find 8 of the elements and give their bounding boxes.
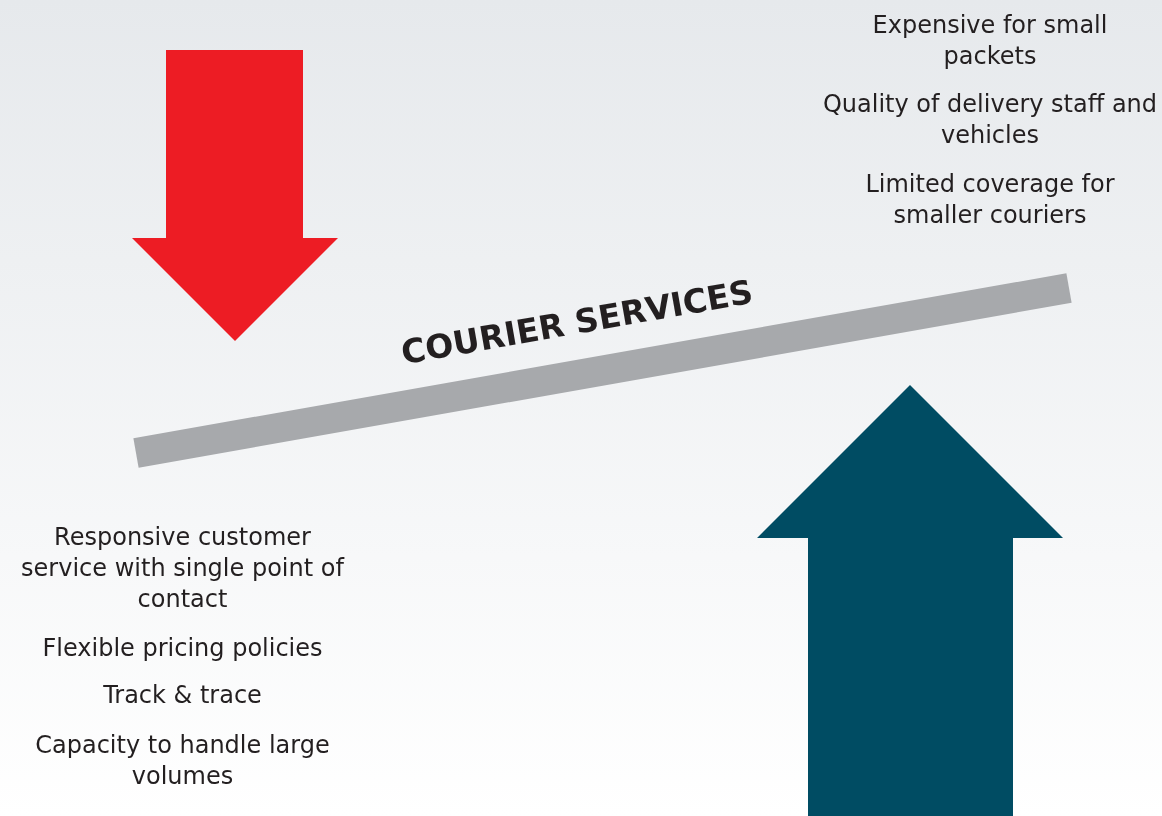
note-text: Expensive for small packets	[871, 10, 1109, 72]
note-text: Responsive customer service with single point of contact	[20, 522, 346, 615]
note-text: Limited coverage for smaller couriers	[864, 169, 1116, 231]
note-text: Flexible pricing policies	[41, 633, 324, 664]
note-text: Capacity to handle large volumes	[34, 730, 331, 792]
note-text: Track & trace	[102, 680, 263, 711]
note-text: Quality of delivery staff and vehicles	[821, 89, 1159, 151]
title: COURIER SERVICES	[398, 271, 756, 373]
